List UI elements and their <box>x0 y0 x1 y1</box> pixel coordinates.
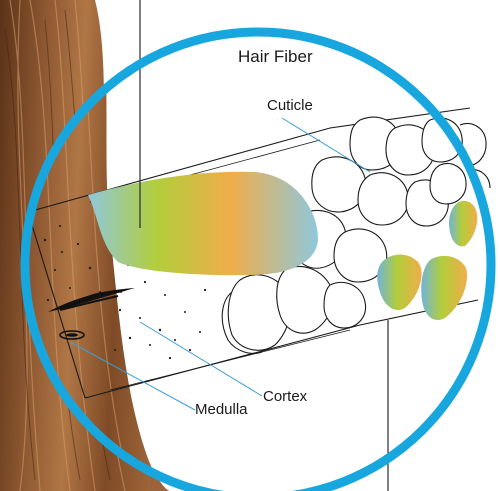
cuticle-label: Cuticle <box>267 98 313 113</box>
diagram-title: Hair Fiber <box>238 48 313 65</box>
cortex-label: Cortex <box>263 389 307 404</box>
cortex-gradient-shape <box>88 172 318 275</box>
medulla-label: Medulla <box>195 402 248 417</box>
